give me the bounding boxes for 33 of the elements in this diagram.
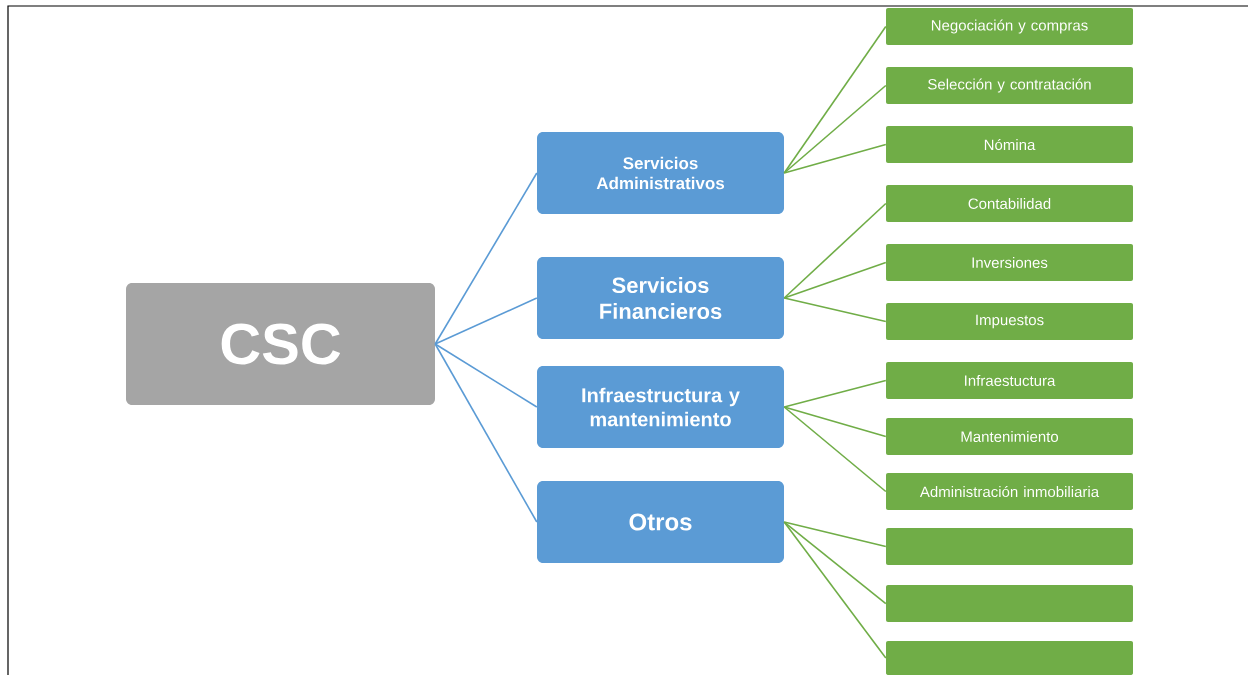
item-box: Mantenimiento — [886, 418, 1133, 455]
connector-line — [783, 521, 887, 548]
item-box — [886, 585, 1133, 622]
item-box: Selección y contratación — [886, 67, 1133, 104]
connector-line — [783, 202, 887, 299]
item-box: Nómina — [886, 126, 1133, 163]
root-box: CSC — [126, 283, 435, 405]
item-box — [886, 641, 1133, 675]
item-box: Administración inmobiliaria — [886, 473, 1133, 510]
category-box: Servicios Administrativos — [537, 132, 784, 214]
connector-line — [434, 297, 538, 345]
item-box: Infraestuctura — [886, 362, 1133, 399]
connector-line — [783, 143, 887, 174]
connector-line — [783, 379, 887, 408]
item-box: Inversiones — [886, 244, 1133, 281]
category-box: Otros — [537, 481, 784, 563]
connector-line — [783, 297, 887, 323]
connector-line — [783, 406, 887, 438]
connector-line — [434, 172, 538, 345]
category-box: Servicios Financieros — [537, 257, 784, 339]
connector-line — [434, 343, 538, 408]
connector-line — [783, 25, 887, 174]
connector-line — [783, 84, 887, 174]
connector-line — [783, 261, 887, 299]
item-box — [886, 528, 1133, 565]
connector-line — [783, 521, 887, 659]
connector-line — [783, 521, 887, 605]
connector-line — [434, 343, 538, 523]
item-box: Impuestos — [886, 303, 1133, 340]
connector-line — [783, 406, 887, 493]
item-box: Contabilidad — [886, 185, 1133, 222]
item-box: Negociación y compras — [886, 8, 1133, 45]
category-box: Infraestructura y mantenimiento — [537, 366, 784, 448]
